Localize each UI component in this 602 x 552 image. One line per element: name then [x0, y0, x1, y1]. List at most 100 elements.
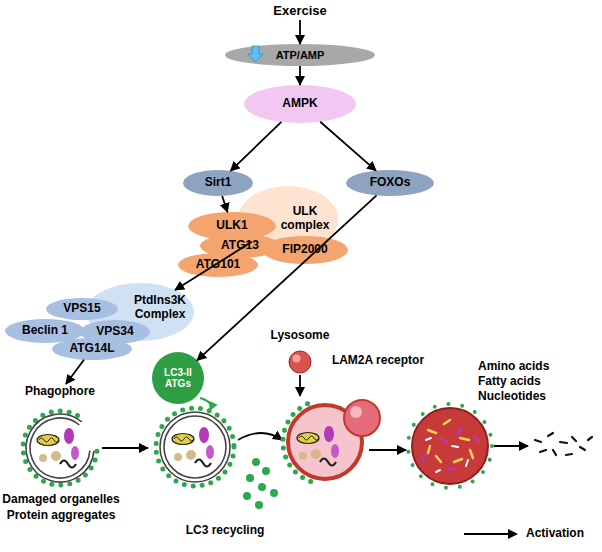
lc3-dots	[156, 408, 234, 486]
node-label: ATG14L	[69, 342, 114, 356]
activation-arrow	[222, 196, 227, 212]
node-shape	[46, 298, 118, 320]
start-label: Exercise	[260, 2, 340, 20]
process-arrow	[299, 375, 301, 396]
node-label: FIP2000	[282, 243, 327, 257]
legend-entry: Activation	[462, 527, 584, 541]
node-shape	[183, 170, 253, 196]
annotation-label: Lysosome	[260, 329, 340, 343]
protein-ellipse: ATG14L	[52, 338, 132, 360]
stage-label: Phagophore	[18, 384, 102, 400]
degradation-fragments	[428, 420, 473, 462]
lc3-circle: LC3-II ATGs	[152, 352, 204, 404]
lc3-dots	[408, 404, 492, 488]
process-arrow	[238, 433, 282, 440]
degradation-fragments	[426, 438, 468, 472]
node-text-box: AMPK	[244, 85, 356, 123]
node-label: LC3-II ATGs	[152, 367, 204, 390]
lc3-arrow	[200, 398, 211, 410]
activation-arrow	[66, 360, 84, 384]
legend-line	[464, 533, 510, 535]
annotation-label: Protein aggregates	[0, 509, 122, 523]
autophagosome-membrane	[164, 416, 226, 478]
lc3-dot	[246, 474, 254, 482]
lysosome-highlight	[293, 355, 301, 363]
lc3-dot	[262, 467, 270, 475]
node-text-box: Sirt1	[183, 170, 253, 196]
regulator-ellipse: FOXOs	[346, 170, 434, 196]
legend-sample	[462, 527, 522, 541]
node-label: AMPK	[282, 97, 317, 111]
node-label: FOXOs	[370, 176, 411, 190]
node-label: Phagophore	[25, 385, 95, 399]
node-label: PtdIns3K Complex	[128, 294, 192, 322]
released-molecules	[535, 433, 592, 455]
node-shape	[346, 170, 434, 196]
cargo	[297, 426, 339, 466]
lc3-dots	[23, 411, 97, 485]
node-text-box: FIP2000	[262, 236, 348, 264]
lc3-dot	[255, 501, 263, 509]
legend-label: Activation	[526, 527, 584, 541]
activation-arrow	[231, 122, 282, 171]
node-label: ATP/AMP	[276, 49, 325, 62]
node-label: ATG13	[221, 239, 259, 253]
protein-ellipse: FIP2000	[262, 236, 348, 264]
regulator-ellipse: Sirt1	[183, 170, 253, 196]
node-text-box: LC3-II ATGs	[152, 352, 204, 404]
node-label: Beclin 1	[22, 324, 68, 338]
cargo	[172, 427, 214, 467]
node-shape	[52, 338, 132, 360]
autophagosome-membrane	[160, 412, 230, 482]
connector-group	[66, 20, 377, 384]
process-arrow	[102, 447, 148, 449]
node-text-box: FOXOs	[346, 170, 434, 196]
degrading-autolysosome	[412, 408, 488, 484]
protein-ellipse: ATG101	[178, 253, 258, 277]
activation-arrow	[197, 195, 376, 360]
degradation-fragments	[422, 428, 479, 470]
activation-arrow	[320, 122, 376, 171]
node-shape	[225, 44, 375, 66]
node-text-box: ATG14L	[52, 338, 132, 360]
lysosome	[289, 351, 311, 373]
node-text-box: ATP/AMP	[225, 44, 375, 66]
node-shape	[244, 85, 356, 123]
phagophore-membrane	[30, 418, 90, 478]
phagophore-membrane	[26, 414, 94, 482]
node-text-box: Exercise	[260, 2, 340, 20]
kinase-ellipse: AMPK	[244, 85, 356, 123]
lc3-dot	[252, 458, 260, 466]
node-shape	[178, 253, 258, 277]
node-label: ULK complex	[276, 205, 334, 233]
activation-arrow	[299, 66, 301, 85]
lamp2a-receptor	[344, 400, 380, 436]
lc3-dot	[258, 483, 266, 491]
node-text-box: VPS15	[46, 298, 118, 320]
node-label: VPS15	[63, 302, 100, 316]
annotation-label: LAM2A receptor	[322, 354, 434, 368]
lc3-dot	[270, 489, 278, 497]
process-arrow	[369, 449, 406, 451]
protein-ellipse: VPS15	[46, 298, 118, 320]
node-shape	[152, 352, 204, 404]
node-text-box: ATG101	[178, 253, 258, 277]
process-arrow	[494, 445, 528, 447]
ratio-ellipse: ATP/AMP	[225, 44, 375, 66]
node-label: Exercise	[273, 4, 327, 19]
node-text-box: Phagophore	[18, 384, 102, 400]
activation-arrow	[299, 20, 301, 44]
annotation-label: Amino acids	[478, 360, 588, 374]
receptor-highlight	[350, 406, 362, 418]
annotation-label: Damaged organelles	[0, 493, 122, 507]
legend-arrow-head	[508, 529, 518, 539]
annotation-label: Fatty acids	[478, 375, 588, 389]
node-label: ULK1	[216, 219, 247, 233]
cargo	[37, 428, 79, 468]
lc3-dot	[243, 492, 251, 500]
node-label: Sirt1	[205, 176, 232, 190]
annotation-label: LC3 recycling	[175, 524, 275, 538]
